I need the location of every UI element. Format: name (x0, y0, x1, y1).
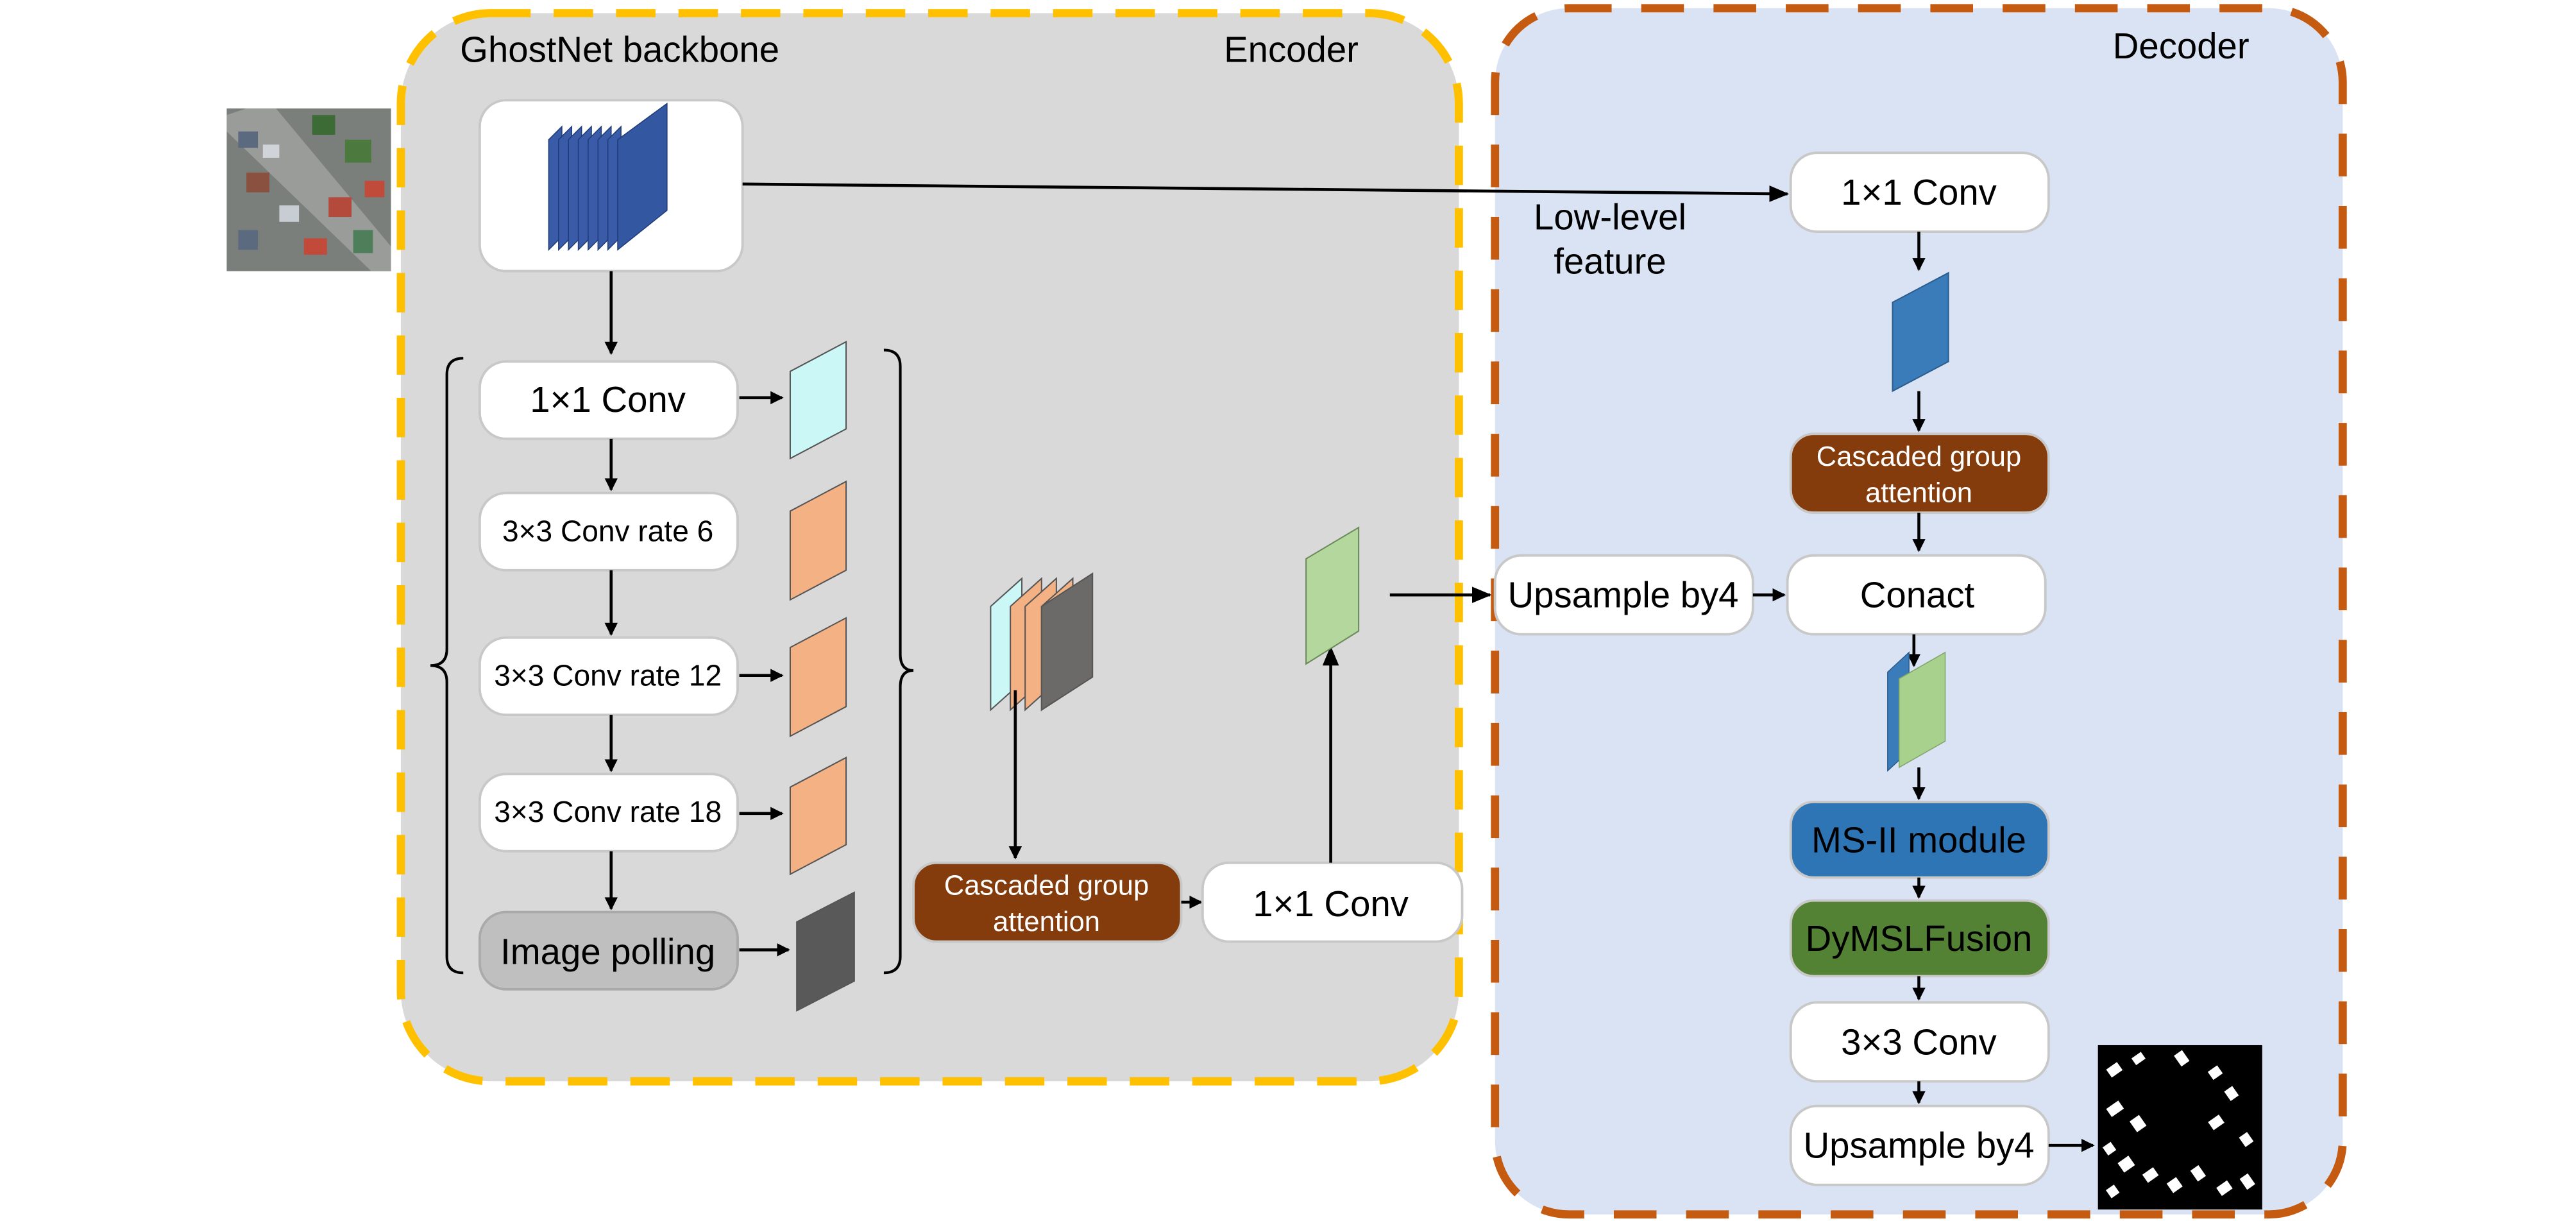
aspp-conv-rate12-label: 3×3 Conv rate 12 (494, 659, 722, 692)
output-segmentation-mask (2097, 1045, 2262, 1210)
encoder-attention-line2: attention (993, 907, 1100, 937)
low-level-feature-label-line2: feature (1554, 241, 1666, 282)
backbone-feature-stack-icon (548, 102, 668, 252)
decoder-low-level-feature-map (1892, 271, 1949, 393)
aspp-conv-rate18[interactable]: 3×3 Conv rate 18 (478, 773, 739, 853)
aspp-conv-rate18-label: 3×3 Conv rate 18 (494, 795, 722, 828)
dymslfusion-module[interactable]: DyMSLFusion (1789, 899, 2050, 978)
decoder-conv1x1[interactable]: 1×1 Conv (1789, 151, 2050, 234)
ms-ii-module[interactable]: MS-II module (1789, 800, 2050, 879)
decoder-upsample-2[interactable]: Upsample by4 (1789, 1104, 2050, 1186)
decoder-attention-line2: attention (1865, 477, 1972, 508)
dymslfusion-label: DyMSLFusion (1806, 918, 2033, 959)
backbone-box[interactable] (478, 99, 744, 273)
aspp-conv-rate12[interactable]: 3×3 Conv rate 12 (478, 636, 739, 717)
feature-map-rate18 (789, 756, 847, 876)
decoder-conv1x1-label: 1×1 Conv (1841, 172, 1997, 212)
decoder-upsample-1-label: Upsample by4 (1507, 575, 1738, 615)
arrow-low-level-feature (742, 182, 1790, 202)
aspp-conv1x1[interactable]: 1×1 Conv (478, 360, 739, 440)
low-level-feature-label-line1: Low-level (1534, 197, 1686, 237)
encoder-title: Encoder (1224, 29, 1359, 69)
decoder-concat[interactable]: Conact (1786, 554, 2047, 636)
aspp-image-pooling-label: Image polling (500, 931, 715, 971)
encoder-conv1x1[interactable]: 1×1 Conv (1201, 861, 1464, 943)
encoder-conv1x1-label: 1×1 Conv (1253, 884, 1409, 924)
decoder-upsample-2-label: Upsample by4 (1803, 1125, 2034, 1166)
decoder-attention-block[interactable]: Cascaded group attention (1789, 432, 2050, 515)
feature-map-rate12 (789, 617, 847, 738)
decoder-title: Decoder (2113, 26, 2250, 66)
encoder-attention-block[interactable]: Cascaded group attention (912, 861, 1183, 943)
feature-map-pooling (796, 891, 855, 1012)
decoder-conv3x3[interactable]: 3×3 Conv (1789, 1001, 2050, 1083)
decoder-upsample-1[interactable]: Upsample by4 (1493, 554, 1754, 636)
aspp-conv1x1-label: 1×1 Conv (530, 379, 686, 420)
decoder-concat-feature-stack (1887, 651, 1946, 772)
decoder-concat-label: Conact (1860, 575, 1975, 615)
aspp-conv-rate6-label: 3×3 Conv rate 6 (502, 514, 713, 547)
aspp-left-brace (430, 357, 464, 975)
decoder-attention-line1: Cascaded group (1817, 441, 2021, 472)
encoder-output-feature (1305, 526, 1360, 665)
feature-map-rate6 (789, 480, 847, 601)
ms-ii-module-label: MS-II module (1811, 819, 2026, 860)
decoder-conv3x3-label: 3×3 Conv (1841, 1021, 1997, 1062)
aspp-image-pooling[interactable]: Image polling (478, 910, 739, 991)
concatenated-feature-stack (990, 572, 1094, 712)
aspp-right-brace (883, 348, 914, 975)
aspp-conv-rate6[interactable]: 3×3 Conv rate 6 (478, 491, 739, 572)
feature-map-conv1x1 (789, 341, 847, 460)
encoder-attention-line1: Cascaded group (944, 871, 1149, 901)
backbone-label: GhostNet backbone (460, 29, 779, 69)
input-aerial-image (226, 108, 391, 271)
